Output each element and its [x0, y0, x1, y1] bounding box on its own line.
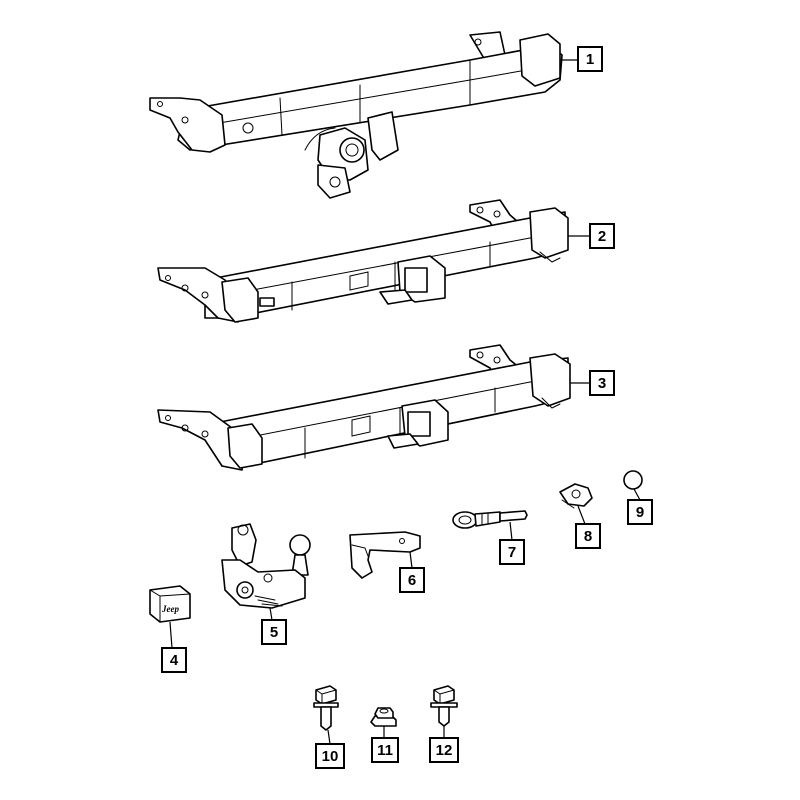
hitch-pin-icon — [452, 510, 528, 529]
callout-9-label: 9 — [636, 504, 644, 521]
callout-10-label: 10 — [322, 748, 339, 765]
tow-ball-mount-icon — [221, 523, 311, 609]
hitch-cover-icon: Jeep — [149, 585, 191, 623]
callout-6: 6 — [399, 567, 425, 593]
jeep-logo: Jeep — [161, 604, 179, 614]
callout-2: 2 — [589, 223, 615, 249]
callout-11-label: 11 — [377, 742, 393, 759]
callout-7: 7 — [499, 539, 525, 565]
callout-6-label: 6 — [408, 572, 416, 589]
callout-8-label: 8 — [584, 528, 592, 545]
bolt-icon — [313, 685, 339, 731]
tow-hitch-receiver-with-wiring-icon — [149, 31, 563, 199]
nut-icon — [370, 707, 397, 727]
callout-12: 12 — [429, 737, 459, 763]
callout-7-label: 7 — [508, 544, 516, 561]
leader-lines — [169, 59, 641, 745]
callout-9: 9 — [627, 499, 653, 525]
callout-1-label: 1 — [586, 51, 594, 68]
hitch-receiver-icon — [157, 199, 569, 323]
bracket-icon — [349, 531, 421, 579]
callout-5: 5 — [261, 619, 287, 645]
callout-1: 1 — [577, 46, 603, 72]
callout-3: 3 — [589, 370, 615, 396]
callout-2-label: 2 — [598, 228, 606, 245]
callout-5-label: 5 — [270, 624, 278, 641]
callout-4-label: 4 — [170, 652, 179, 669]
callout-8: 8 — [575, 523, 601, 549]
callout-11: 11 — [371, 737, 399, 763]
callout-12-label: 12 — [436, 742, 453, 759]
plug-icon — [623, 470, 643, 490]
callout-4: 4 — [161, 647, 187, 673]
bolt-icon — [430, 685, 458, 727]
clip-icon — [559, 483, 593, 509]
callout-10: 10 — [315, 743, 345, 769]
callout-3-label: 3 — [598, 375, 606, 392]
hitch-receiver-icon — [157, 344, 571, 471]
